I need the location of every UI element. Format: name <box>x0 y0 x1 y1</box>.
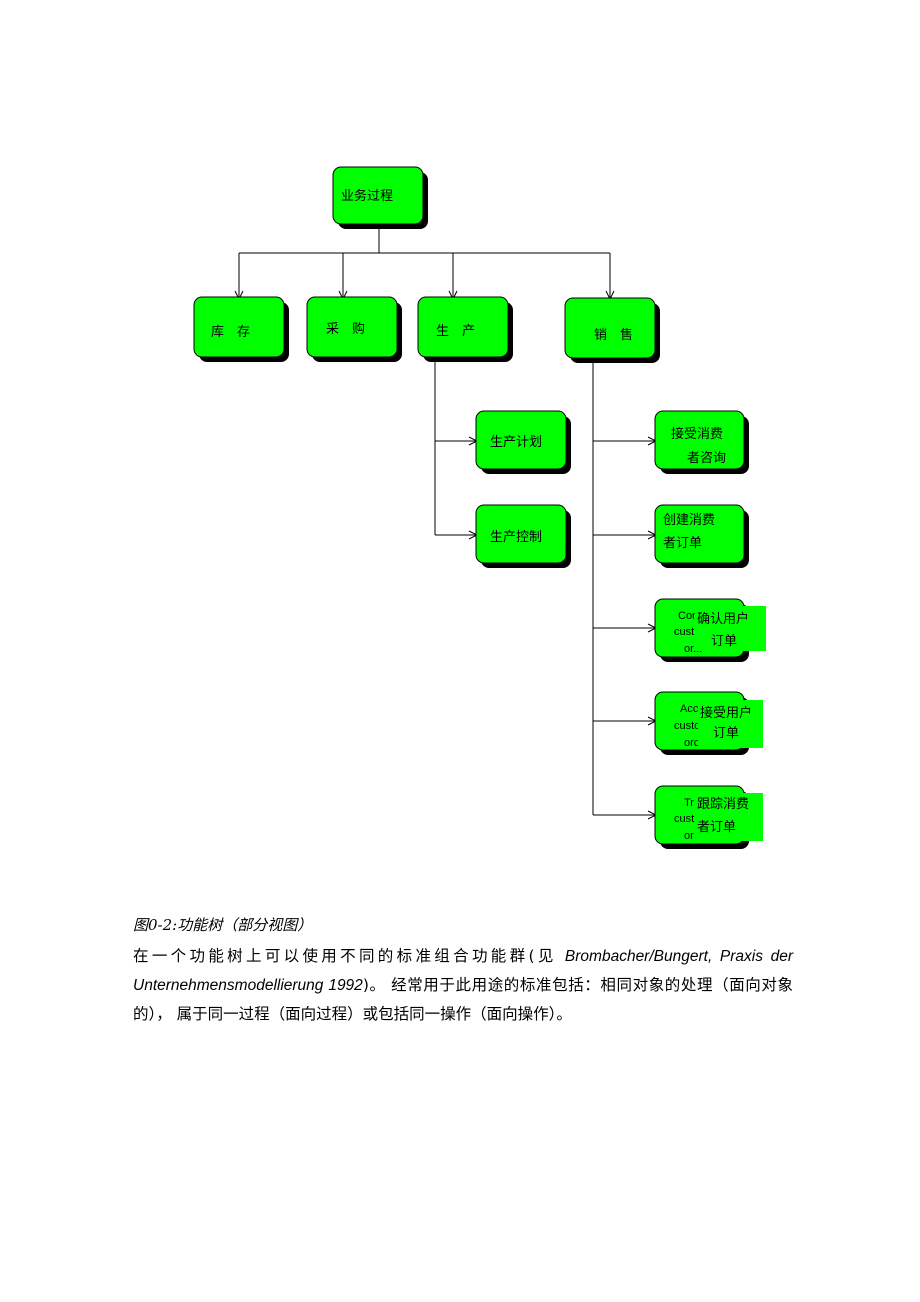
paragraph-text-1: 在一个功能树上可以使用不同的标准组合功能群(见 <box>133 947 557 965</box>
node-accept-order-line2: 订单 <box>713 726 739 741</box>
node-track-order-en3: or <box>684 830 694 842</box>
node-production-control: 生产控制 <box>475 504 571 568</box>
node-production-planning-label: 生产计划 <box>490 435 542 450</box>
node-accept-inquiry-line2: 者咨询 <box>687 451 726 466</box>
node-create-order-line1: 创建消费 <box>663 513 715 528</box>
node-accept-inquiry: 接受消费 者咨询 <box>654 410 749 474</box>
node-production-label: 生 产 <box>436 324 475 339</box>
node-confirm-order: Cor cust or... 确认用户 订单 <box>654 598 766 662</box>
figure-caption: 图0-2:功能树（部分视图） <box>133 916 313 934</box>
node-track-order-line2: 者订单 <box>697 820 736 835</box>
paragraph-text-2: )。 经常用于此用途的标准包括：相同对象的处理（面向对象的）， 属于同一过程（面… <box>133 976 794 1023</box>
function-tree-diagram: 业务过程 库 存 采 购 生 产 销 售 生产计划 生产控制 接受消费 者咨询 <box>193 166 766 849</box>
node-accept-order-line1: 接受用户 <box>700 705 752 721</box>
node-inventory: 库 存 <box>193 296 289 362</box>
node-track-order: Tr cust or 跟踪消费 者订单 <box>654 785 763 849</box>
node-root: 业务过程 <box>332 166 428 229</box>
node-confirm-order-line1: 确认用户 <box>697 611 749 627</box>
node-confirm-order-en2: cust <box>674 626 694 638</box>
reference-citation: Brombacher/Bungert, Praxis der Unternehm… <box>133 948 793 994</box>
node-confirm-order-en1: Cor <box>678 610 696 622</box>
node-track-order-line1: 跟踪消费 <box>697 797 749 812</box>
node-accept-order-en2: custo <box>674 720 700 732</box>
node-production-planning: 生产计划 <box>475 410 571 474</box>
node-production: 生 产 <box>417 296 513 362</box>
node-root-label: 业务过程 <box>341 188 393 204</box>
node-create-order: 创建消费 者订单 <box>654 504 749 568</box>
node-sales-label: 销 售 <box>594 327 633 343</box>
node-purchasing: 采 购 <box>306 296 402 362</box>
node-inventory-label: 库 存 <box>211 324 250 340</box>
connector-lines <box>239 225 656 815</box>
node-sales: 销 售 <box>564 297 660 363</box>
body-paragraph: 在一个功能树上可以使用不同的标准组合功能群(见 Brombacher/Bunge… <box>133 942 793 1029</box>
node-purchasing-label: 采 购 <box>326 321 365 337</box>
node-track-order-en1: Tr <box>684 797 694 809</box>
node-create-order-line2: 者订单 <box>663 536 702 551</box>
node-accept-order: Acc custo orc 接受用户 订单 <box>654 691 763 755</box>
node-accept-inquiry-line1: 接受消费 <box>671 426 723 442</box>
node-confirm-order-line2: 订单 <box>711 634 737 649</box>
node-production-control-label: 生产控制 <box>490 530 542 545</box>
node-accept-order-en1: Acc <box>680 703 699 715</box>
node-track-order-en2: cust <box>674 813 694 825</box>
node-accept-order-en3: orc <box>684 737 700 749</box>
